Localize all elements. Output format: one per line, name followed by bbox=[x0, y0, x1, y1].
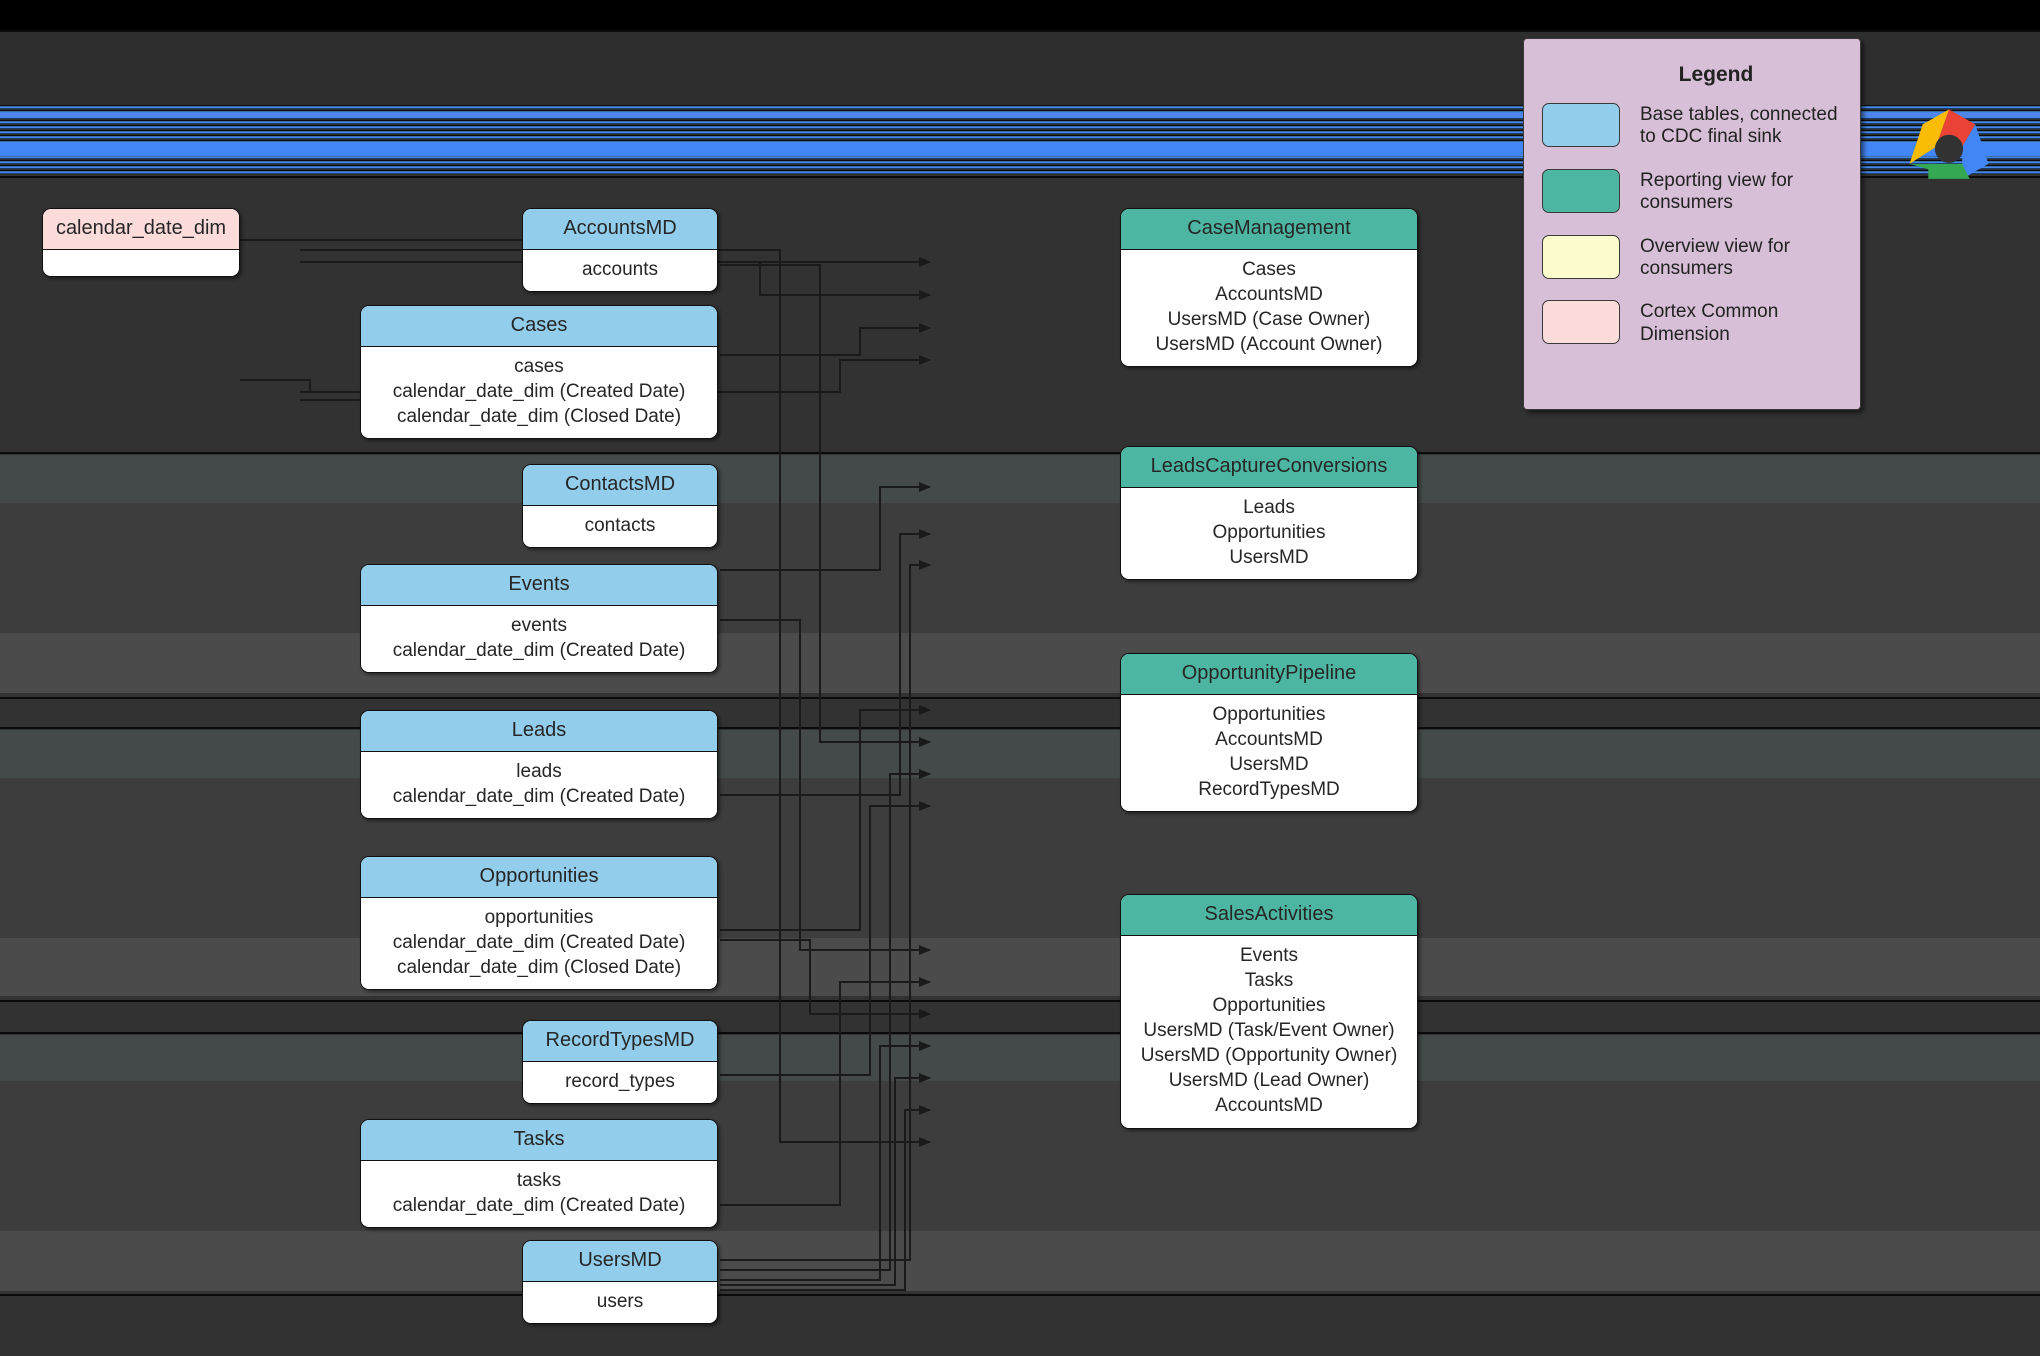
node-body: tasks calendar_date_dim (Created Date) bbox=[361, 1161, 717, 1228]
node-body: record_types bbox=[523, 1062, 717, 1104]
node-accountsmd[interactable]: AccountsMD accounts bbox=[522, 208, 718, 293]
node-row: AccountsMD bbox=[1215, 284, 1323, 306]
node-row: calendar_date_dim (Created Date) bbox=[392, 932, 686, 954]
node-row: tasks bbox=[516, 1170, 562, 1191]
node-row: Cases bbox=[1242, 259, 1296, 280]
node-row: calendar_date_dim (Created Date) bbox=[392, 1195, 686, 1217]
node-casemanagement[interactable]: CaseManagement Cases AccountsMD UsersMD … bbox=[1120, 208, 1418, 368]
node-title: ContactsMD bbox=[523, 465, 717, 506]
legend-title: Legend bbox=[1678, 63, 1754, 86]
node-body: Leads Opportunities UsersMD bbox=[1121, 488, 1417, 580]
legend-label: Cortex Common Dimension bbox=[1640, 301, 1779, 345]
node-row: calendar_date_dim (Created Date) bbox=[392, 381, 686, 403]
node-row: UsersMD (Case Owner) bbox=[1167, 309, 1371, 331]
node-row: users bbox=[596, 1291, 644, 1312]
node-body bbox=[43, 250, 239, 276]
legend-item-base-tables: Base tables, connected to CDC final sink bbox=[1542, 103, 1842, 149]
node-tasks[interactable]: Tasks tasks calendar_date_dim (Created D… bbox=[360, 1119, 718, 1229]
node-row: opportunities bbox=[484, 907, 594, 928]
node-body: Opportunities AccountsMD UsersMD RecordT… bbox=[1121, 695, 1417, 812]
node-body: Events Tasks Opportunities UsersMD (Task… bbox=[1121, 936, 1417, 1128]
node-leadscaptureconversions[interactable]: LeadsCaptureConversions Leads Opportunit… bbox=[1120, 446, 1418, 581]
legend-swatch-overview-view bbox=[1542, 234, 1620, 279]
node-row: cases bbox=[514, 356, 564, 377]
node-title: UsersMD bbox=[523, 1241, 717, 1282]
node-row: record_types bbox=[565, 1071, 675, 1092]
legend-swatch-base-tables bbox=[1542, 103, 1620, 147]
node-events[interactable]: Events events calendar_date_dim (Created… bbox=[360, 564, 718, 674]
node-title: CaseManagement bbox=[1121, 209, 1417, 250]
node-body: users bbox=[523, 1282, 717, 1324]
node-body: Cases AccountsMD UsersMD (Case Owner) Us… bbox=[1121, 250, 1417, 367]
node-row: calendar_date_dim (Created Date) bbox=[392, 640, 686, 662]
legend-label: Overview view for consumers bbox=[1640, 235, 1790, 280]
node-row: calendar_date_dim (Closed Date) bbox=[396, 406, 682, 428]
legend-swatch-reporting-view bbox=[1542, 168, 1620, 213]
node-body: accounts bbox=[523, 250, 717, 292]
node-cases[interactable]: Cases cases calendar_date_dim (Created D… bbox=[360, 305, 718, 440]
node-recordtypesmd[interactable]: RecordTypesMD record_types bbox=[522, 1020, 718, 1105]
legend-panel: Legend Base tables, connected to CDC fin… bbox=[1523, 38, 1861, 410]
node-title: OpportunityPipeline bbox=[1121, 654, 1417, 695]
legend-label: Reporting view for consumers bbox=[1640, 169, 1794, 214]
node-row: events bbox=[511, 615, 567, 636]
node-row: UsersMD (Account Owner) bbox=[1155, 334, 1383, 356]
node-title: calendar_date_dim bbox=[43, 209, 239, 250]
node-row: UsersMD (Task/Event Owner) bbox=[1143, 1020, 1395, 1042]
node-body: opportunities calendar_date_dim (Created… bbox=[361, 898, 717, 990]
node-body: cases calendar_date_dim (Created Date) c… bbox=[361, 347, 717, 439]
legend-swatch-cortex-dimension bbox=[1542, 300, 1620, 345]
node-row: Opportunities bbox=[1212, 704, 1326, 725]
node-row: Opportunities bbox=[1212, 522, 1326, 544]
node-row: UsersMD (Opportunity Owner) bbox=[1140, 1045, 1398, 1067]
node-row: UsersMD (Lead Owner) bbox=[1168, 1070, 1370, 1092]
node-opportunities[interactable]: Opportunities opportunities calendar_dat… bbox=[360, 856, 718, 991]
legend-item-cortex-dimension: Cortex Common Dimension bbox=[1542, 300, 1842, 346]
node-body: leads calendar_date_dim (Created Date) bbox=[361, 752, 717, 819]
node-contactsmd[interactable]: ContactsMD contacts bbox=[522, 464, 718, 549]
node-row: Tasks bbox=[1244, 970, 1294, 992]
legend-item-reporting-view: Reporting view for consumers bbox=[1542, 168, 1842, 215]
node-usersmd[interactable]: UsersMD users bbox=[522, 1240, 718, 1325]
node-row: AccountsMD bbox=[1215, 729, 1323, 751]
node-row: accounts bbox=[581, 259, 659, 280]
node-row: Events bbox=[1239, 945, 1299, 966]
node-title: Events bbox=[361, 565, 717, 606]
node-title: RecordTypesMD bbox=[523, 1021, 717, 1062]
node-leads[interactable]: Leads leads calendar_date_dim (Created D… bbox=[360, 710, 718, 820]
node-row: Leads bbox=[1243, 497, 1295, 518]
node-opportunitypipeline[interactable]: OpportunityPipeline Opportunities Accoun… bbox=[1120, 653, 1418, 813]
node-body: events calendar_date_dim (Created Date) bbox=[361, 606, 717, 673]
node-title: LeadsCaptureConversions bbox=[1121, 447, 1417, 488]
legend-item-overview-view: Overview view for consumers bbox=[1542, 234, 1842, 281]
legend-label: Base tables, connected to CDC final sink bbox=[1640, 104, 1838, 148]
node-title: Opportunities bbox=[361, 857, 717, 898]
node-row: AccountsMD bbox=[1215, 1095, 1323, 1117]
node-title: Leads bbox=[361, 711, 717, 752]
node-row: calendar_date_dim (Created Date) bbox=[392, 786, 686, 808]
node-body: contacts bbox=[523, 506, 717, 548]
node-calendar-date-dim[interactable]: calendar_date_dim bbox=[42, 208, 240, 277]
node-salesactivities[interactable]: SalesActivities Events Tasks Opportuniti… bbox=[1120, 894, 1418, 1129]
node-row: Opportunities bbox=[1212, 995, 1326, 1017]
node-row: contacts bbox=[584, 515, 656, 536]
node-row: UsersMD bbox=[1229, 754, 1309, 776]
node-row: calendar_date_dim (Closed Date) bbox=[396, 957, 682, 979]
node-title: AccountsMD bbox=[523, 209, 717, 250]
google-cloud-logo bbox=[1909, 109, 1989, 179]
node-title: Tasks bbox=[361, 1120, 717, 1161]
node-row: RecordTypesMD bbox=[1198, 779, 1340, 801]
node-title: SalesActivities bbox=[1121, 895, 1417, 936]
node-row: leads bbox=[516, 761, 562, 782]
node-row: UsersMD bbox=[1229, 547, 1309, 569]
node-title: Cases bbox=[361, 306, 717, 347]
